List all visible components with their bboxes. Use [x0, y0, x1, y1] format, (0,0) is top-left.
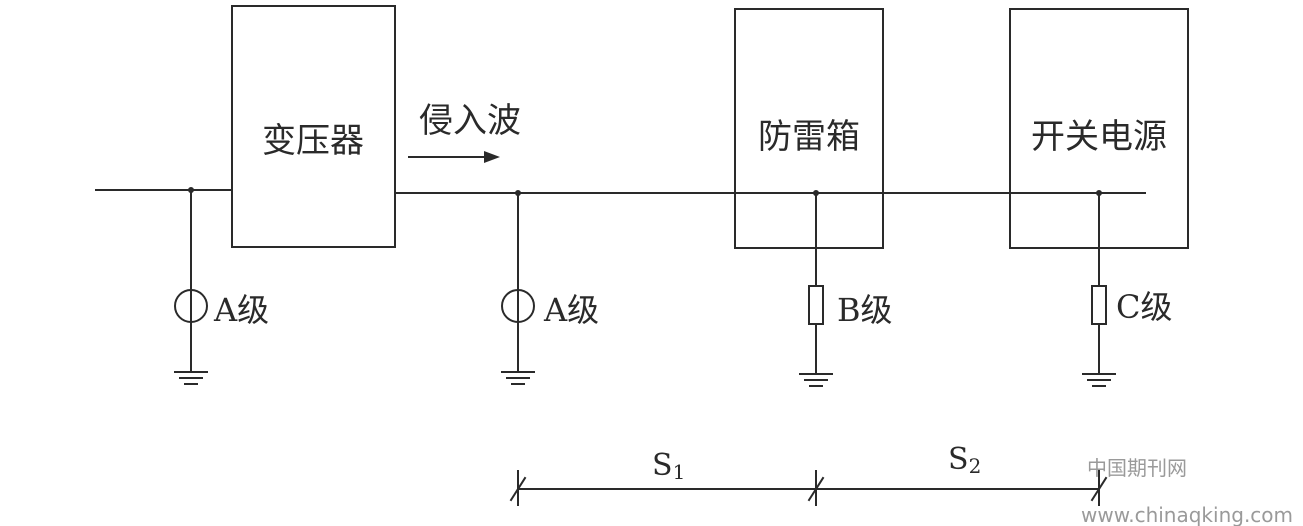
protector-a-1: [174, 187, 208, 385]
distance-s1-label: S1: [652, 448, 685, 484]
dimension-line: [509, 470, 1108, 506]
protector-a-2: [501, 190, 535, 385]
watermark-cn: 中国期刊网: [1087, 456, 1187, 480]
surge-box-label: 防雷箱: [758, 117, 860, 157]
protector-b: [799, 190, 833, 387]
incoming-wave-arrow: [408, 151, 500, 163]
protector-a-2-label: A级: [543, 291, 599, 329]
surge-box: [734, 8, 884, 249]
distance-s2-label: S2: [948, 442, 981, 478]
power-supply-label: 开关电源: [1031, 117, 1167, 157]
protector-c-label: C级: [1116, 288, 1173, 326]
protector-b-label: B级: [837, 291, 893, 329]
transformer-box: [231, 5, 396, 248]
incoming-wave-label: 侵入波: [419, 101, 521, 141]
protector-a-1-label: A级: [213, 291, 269, 329]
watermark-url: www.chinaqking.com: [1081, 503, 1293, 526]
transformer-label: 变压器: [262, 121, 364, 161]
protector-c: [1082, 190, 1116, 387]
